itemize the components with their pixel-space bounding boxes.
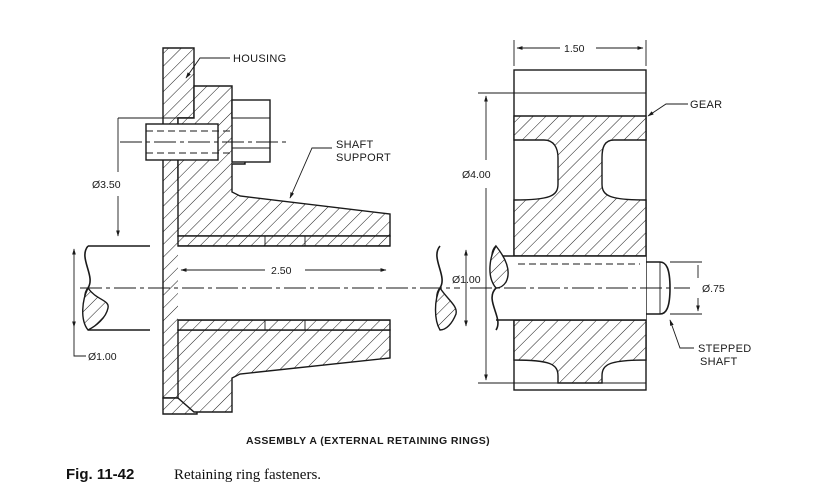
gear-web-lower: [513, 319, 647, 384]
bore: [178, 246, 390, 320]
shaft-support-label-line1: SHAFT: [336, 139, 374, 151]
bushing-lower: [177, 319, 391, 331]
stepped-shaft-label-line1: STEPPED: [698, 343, 751, 355]
figure-caption: Retaining ring fasteners.: [174, 467, 321, 483]
housing-label: HOUSING: [233, 53, 286, 65]
gear-label: GEAR: [690, 99, 722, 111]
bore-length-dimension: 2.50: [271, 265, 292, 277]
figure-number: Fig. 11-42: [66, 466, 134, 483]
gear-diameter-dimension: Ø4.00: [462, 169, 491, 181]
assembly-caption: ASSEMBLY A (EXTERNAL RETAINING RINGS): [246, 435, 490, 447]
shaft-support-label-line2: SUPPORT: [336, 152, 391, 164]
left-assembly: [72, 47, 460, 415]
bushing-upper: [177, 235, 391, 247]
bolt: [120, 99, 290, 163]
left-shaft-diameter-dimension: Ø1.00: [88, 351, 117, 363]
shaft-support-lower: [177, 329, 391, 413]
shaft-stub-middle: [434, 245, 457, 331]
gear-width-dimension: 1.50: [564, 43, 585, 55]
right-shaft-diameter-dimension: Ø1.00: [452, 274, 481, 286]
step-diameter-dimension: Ø.75: [702, 283, 725, 295]
shaft-stub-left: [82, 245, 150, 331]
right-assembly: [434, 40, 702, 391]
stepped-shaft-label-line2: SHAFT: [700, 356, 738, 368]
support-diameter-dimension: Ø3.50: [92, 179, 121, 191]
